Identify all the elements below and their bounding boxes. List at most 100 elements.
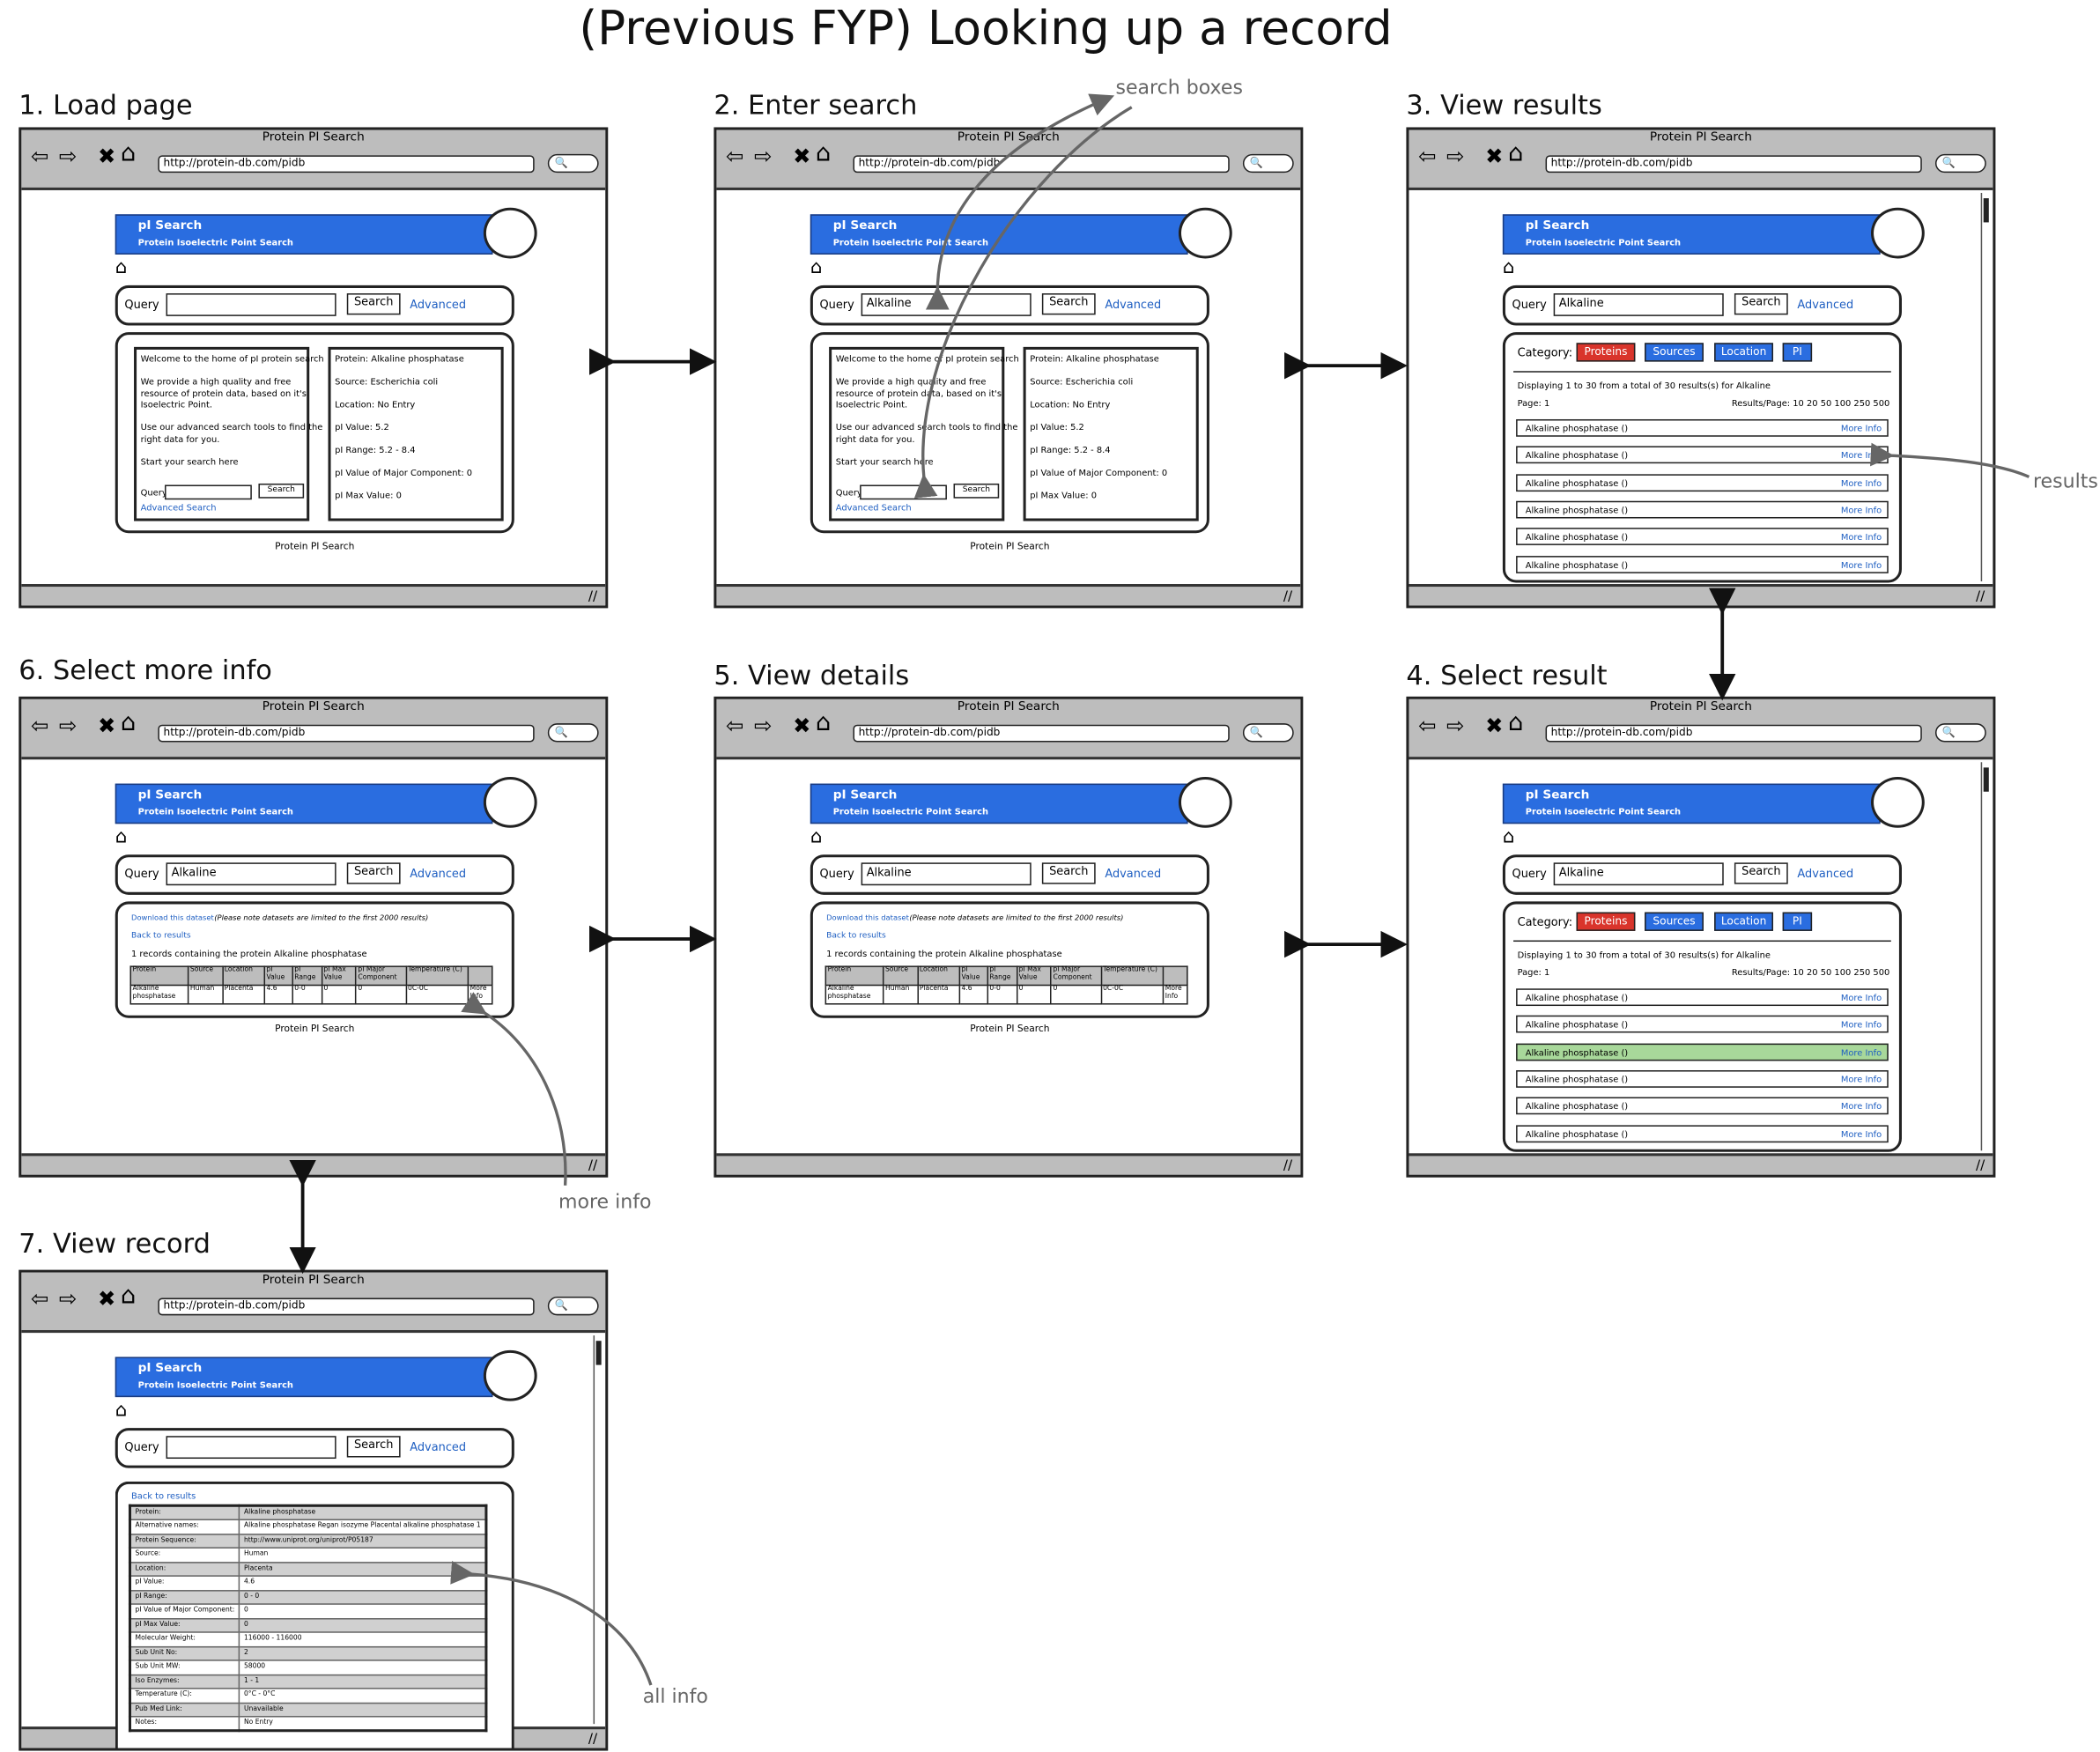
more-info-link[interactable]: More Info <box>1840 1046 1882 1058</box>
category-proteins-button[interactable]: Proteins <box>1576 912 1636 931</box>
address-bar[interactable]: http://protein-db.com/pidb <box>158 155 535 174</box>
result-row[interactable]: Alkaline phosphatase ()More Info <box>1516 555 1889 573</box>
more-info-link[interactable]: More Info <box>1840 1128 1882 1140</box>
download-dataset-link[interactable]: Download this dataset <box>130 914 214 923</box>
address-bar[interactable]: http://protein-db.com/pidb <box>158 724 535 743</box>
forward-icon[interactable]: ⇨ <box>58 143 78 169</box>
browser-search-box[interactable]: 🔍 <box>1934 153 1986 174</box>
result-row[interactable]: Alkaline phosphatase ()More Info <box>1516 500 1889 519</box>
back-icon[interactable]: ⇦ <box>30 143 49 169</box>
back-icon[interactable]: ⇦ <box>30 713 49 738</box>
site-home-icon[interactable]: ⌂ <box>115 256 128 279</box>
site-home-icon[interactable]: ⌂ <box>1502 826 1515 848</box>
address-bar[interactable]: http://protein-db.com/pidb <box>1545 724 1922 743</box>
small-query-input[interactable] <box>165 484 252 500</box>
close-icon[interactable]: ✖ <box>1485 713 1504 738</box>
home-icon[interactable]: ⌂ <box>1507 708 1524 737</box>
back-to-results-link[interactable]: Back to results <box>130 1490 196 1502</box>
resize-grip-icon[interactable]: // <box>1283 1158 1293 1174</box>
close-icon[interactable]: ✖ <box>97 713 116 738</box>
category-sources-button[interactable]: Sources <box>1645 343 1704 362</box>
site-home-icon[interactable]: ⌂ <box>810 826 823 848</box>
close-icon[interactable]: ✖ <box>1485 143 1504 169</box>
browser-search-box[interactable]: 🔍 <box>547 1297 599 1316</box>
back-to-results-link[interactable]: Back to results <box>130 930 191 941</box>
back-icon[interactable]: ⇦ <box>726 143 744 169</box>
advanced-search-link[interactable]: Advanced Search <box>835 502 912 514</box>
more-info-link[interactable]: More Info <box>1840 1019 1882 1031</box>
query-input[interactable] <box>166 1436 336 1460</box>
more-info-link[interactable]: More Info <box>1840 477 1882 489</box>
small-search-button[interactable]: Search <box>258 483 305 499</box>
query-input[interactable] <box>166 293 336 316</box>
result-row[interactable]: Alkaline phosphatase ()More Info <box>1516 1016 1889 1033</box>
category-location-button[interactable]: Location <box>1714 343 1774 362</box>
category-location-button[interactable]: Location <box>1714 912 1774 931</box>
close-icon[interactable]: ✖ <box>97 1285 116 1312</box>
address-bar[interactable]: http://protein-db.com/pidb <box>1545 155 1922 174</box>
advanced-link[interactable]: Advanced <box>410 1441 467 1455</box>
results-per-page[interactable]: Results/Page: 10 20 50 100 250 500 <box>1731 966 1890 979</box>
site-home-icon[interactable]: ⌂ <box>115 1400 128 1422</box>
category-pi-button[interactable]: PI <box>1782 912 1813 931</box>
resize-grip-icon[interactable]: // <box>1975 1158 1985 1174</box>
query-input[interactable]: Alkaline <box>1553 862 1724 886</box>
close-icon[interactable]: ✖ <box>793 143 811 169</box>
browser-search-box[interactable]: 🔍 <box>1934 723 1986 743</box>
forward-icon[interactable]: ⇨ <box>753 713 773 738</box>
result-row[interactable]: Alkaline phosphatase ()More Info <box>1516 473 1889 492</box>
back-icon[interactable]: ⇦ <box>30 1285 49 1312</box>
result-row[interactable]: Alkaline phosphatase ()More Info <box>1516 1069 1889 1088</box>
category-proteins-button[interactable]: Proteins <box>1576 343 1636 362</box>
forward-icon[interactable]: ⇨ <box>1446 143 1465 169</box>
search-button[interactable]: Search <box>1041 862 1096 884</box>
more-info-link[interactable]: More Info <box>1840 992 1882 1004</box>
search-button[interactable]: Search <box>346 1436 401 1458</box>
home-icon[interactable]: ⌂ <box>120 708 137 737</box>
forward-icon[interactable]: ⇨ <box>1446 713 1465 738</box>
result-row[interactable]: Alkaline phosphatase ()More Info <box>1516 988 1889 1007</box>
result-row[interactable]: Alkaline phosphatase ()More Info <box>1516 1043 1889 1061</box>
vertical-scrollbar[interactable] <box>1980 762 1991 1151</box>
category-pi-button[interactable]: PI <box>1782 343 1813 362</box>
resize-grip-icon[interactable]: // <box>1975 589 1985 604</box>
advanced-link[interactable]: Advanced <box>410 299 467 313</box>
advanced-link[interactable]: Advanced <box>1797 299 1854 313</box>
home-icon[interactable]: ⌂ <box>815 139 832 168</box>
home-icon[interactable]: ⌂ <box>815 708 832 737</box>
close-icon[interactable]: ✖ <box>793 713 811 738</box>
forward-icon[interactable]: ⇨ <box>58 713 78 738</box>
back-icon[interactable]: ⇦ <box>1418 143 1437 169</box>
vertical-scrollbar[interactable] <box>593 1335 603 1725</box>
browser-search-box[interactable]: 🔍 <box>1242 723 1294 743</box>
more-info-link[interactable]: More Info <box>1840 532 1882 543</box>
search-button[interactable]: Search <box>1734 293 1788 315</box>
address-bar[interactable]: http://protein-db.com/pidb <box>853 724 1230 743</box>
browser-search-box[interactable]: 🔍 <box>1242 153 1294 174</box>
vertical-scrollbar[interactable] <box>1980 192 1991 581</box>
download-dataset-link[interactable]: Download this dataset <box>826 914 909 923</box>
advanced-search-link[interactable]: Advanced Search <box>140 502 217 514</box>
advanced-link[interactable]: Advanced <box>1797 868 1854 882</box>
resize-grip-icon[interactable]: // <box>588 1158 598 1174</box>
category-sources-button[interactable]: Sources <box>1645 912 1704 931</box>
browser-search-box[interactable]: 🔍 <box>547 153 599 174</box>
advanced-link[interactable]: Advanced <box>1105 299 1162 313</box>
site-home-icon[interactable]: ⌂ <box>1502 256 1515 279</box>
home-icon[interactable]: ⌂ <box>120 139 137 168</box>
more-info-link[interactable]: More Info <box>1840 558 1882 571</box>
result-row[interactable]: Alkaline phosphatase ()More Info <box>1516 446 1889 464</box>
search-button[interactable]: Search <box>1734 862 1788 884</box>
more-info-link[interactable]: More Info <box>1840 423 1882 434</box>
result-row[interactable]: Alkaline phosphatase ()More Info <box>1516 418 1889 437</box>
results-per-page[interactable]: Results/Page: 10 20 50 100 250 500 <box>1731 397 1890 409</box>
more-info-link[interactable]: More Info <box>1840 1074 1882 1085</box>
browser-search-box[interactable]: 🔍 <box>547 723 599 743</box>
more-info-link[interactable]: More Info <box>1840 1101 1882 1113</box>
back-to-results-link[interactable]: Back to results <box>826 930 886 941</box>
site-home-icon[interactable]: ⌂ <box>115 826 128 848</box>
advanced-link[interactable]: Advanced <box>410 868 467 882</box>
site-home-icon[interactable]: ⌂ <box>810 256 823 279</box>
small-search-button[interactable]: Search <box>953 483 1000 499</box>
forward-icon[interactable]: ⇨ <box>753 143 773 169</box>
